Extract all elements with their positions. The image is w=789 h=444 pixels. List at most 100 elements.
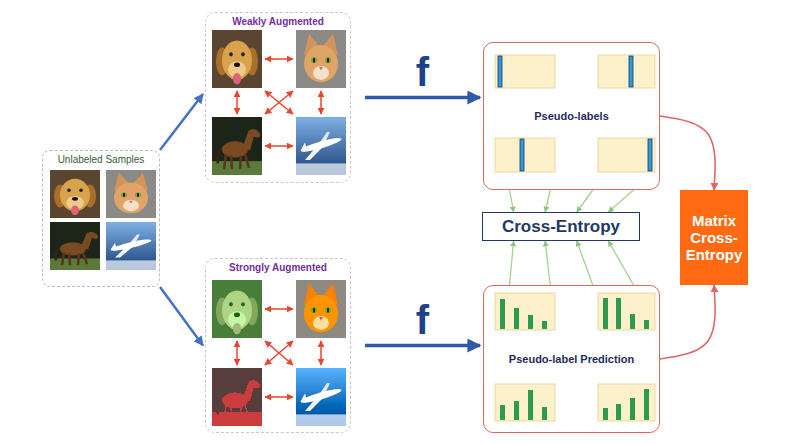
- g-shape: [500, 298, 649, 420]
- horse-image: [50, 222, 100, 270]
- horse-image: [212, 117, 262, 175]
- rect-shape: [616, 298, 621, 329]
- rect-shape: [514, 308, 519, 329]
- g-shape: [495, 55, 655, 172]
- node-text: Pseudo-label Prediction: [509, 353, 634, 366]
- connector-line: [660, 285, 715, 359]
- line-shape: [320, 91, 322, 114]
- rect-shape: [644, 389, 649, 420]
- connector-line: [577, 241, 593, 285]
- loss-box: Matrix Cross-Entropy: [680, 190, 748, 285]
- plane-image: [296, 117, 346, 175]
- rect-shape: [498, 56, 502, 87]
- dog-image: [212, 30, 262, 88]
- connector-line: [160, 94, 203, 150]
- rect-shape: [500, 405, 505, 420]
- line-shape: [265, 341, 293, 365]
- rect-shape: [644, 320, 649, 329]
- connectors: [160, 94, 715, 359]
- edge-label: f: [416, 300, 429, 340]
- rect-shape: [542, 407, 547, 420]
- rect-shape: [495, 293, 555, 330]
- rect-shape: [629, 56, 633, 87]
- line-shape: [236, 341, 238, 365]
- strong-images: [212, 280, 346, 426]
- rect-shape: [616, 404, 621, 420]
- horse-image: [212, 368, 262, 426]
- cat-image: [296, 30, 346, 88]
- rect-shape: [630, 314, 635, 329]
- rect-shape: [528, 315, 533, 329]
- line-shape: [265, 341, 293, 365]
- connector-line: [608, 241, 633, 285]
- connector-line: [365, 344, 480, 348]
- augment-group: Weakly Augmented: [205, 12, 351, 183]
- label-panel: Pseudo-label Prediction: [483, 285, 660, 433]
- edge-label: f: [416, 52, 429, 92]
- connector: [160, 94, 203, 150]
- rect-shape: [598, 138, 655, 172]
- rect-shape: [598, 293, 655, 330]
- node-text: Matrix Cross-Entropy: [682, 212, 746, 264]
- rect-shape: [598, 384, 655, 421]
- connector-line: [545, 241, 550, 285]
- connector-line: [510, 190, 514, 212]
- connector: [510, 241, 634, 285]
- loss-box: Cross-Entropy: [482, 212, 640, 241]
- rect-shape: [648, 139, 652, 171]
- rect-shape: [630, 398, 635, 420]
- line-shape: [236, 91, 238, 114]
- line-shape: [265, 396, 293, 398]
- connector-line: [577, 190, 593, 212]
- rect-shape: [542, 321, 547, 329]
- connector-line: [608, 190, 633, 212]
- node-text: Pseudo-labels: [534, 110, 609, 123]
- line-shape: [265, 58, 293, 60]
- plane-image: [296, 368, 346, 426]
- line-shape: [265, 91, 293, 114]
- dog-image: [50, 170, 100, 218]
- dog-image: [212, 280, 262, 338]
- connector-line: [365, 96, 480, 100]
- line-shape: [265, 145, 293, 147]
- connector-line: [660, 116, 715, 190]
- line-shape: [265, 308, 293, 310]
- augment-group: Strongly Augmented: [205, 258, 351, 433]
- line-shape: [265, 91, 293, 114]
- prediction-bars: [495, 293, 655, 421]
- connector: [510, 190, 634, 212]
- rect-shape: [603, 298, 608, 329]
- g-shape: [495, 293, 655, 421]
- node-text: Weakly Augmented: [232, 16, 324, 28]
- node-text: Cross-Entropy: [502, 217, 620, 237]
- rect-shape: [495, 384, 555, 421]
- rect-shape: [603, 408, 608, 420]
- connector-line: [160, 287, 203, 346]
- connector-line: [510, 241, 514, 285]
- node-text: Unlabeled Samples: [58, 154, 145, 166]
- connector: [660, 116, 715, 190]
- connector: [365, 97, 480, 98]
- rect-shape: [514, 401, 519, 420]
- pair-arrows: [237, 309, 321, 397]
- pair-arrows: [237, 59, 321, 146]
- plane-image: [106, 222, 156, 270]
- weak-images: [212, 30, 346, 175]
- label-panel: Pseudo-labels: [483, 42, 660, 190]
- rect-shape: [528, 390, 533, 420]
- connector: [160, 287, 203, 346]
- pseudo-label-bars: [495, 55, 655, 172]
- cat-image: [296, 280, 346, 338]
- unlabeled-images: [50, 170, 156, 270]
- connector: [365, 345, 480, 346]
- sample-group: Unlabeled Samples: [42, 150, 160, 287]
- rect-shape: [500, 299, 505, 329]
- line-shape: [320, 341, 322, 365]
- node-text: Strongly Augmented: [229, 262, 327, 274]
- cat-image: [106, 170, 156, 218]
- rect-shape: [598, 55, 655, 88]
